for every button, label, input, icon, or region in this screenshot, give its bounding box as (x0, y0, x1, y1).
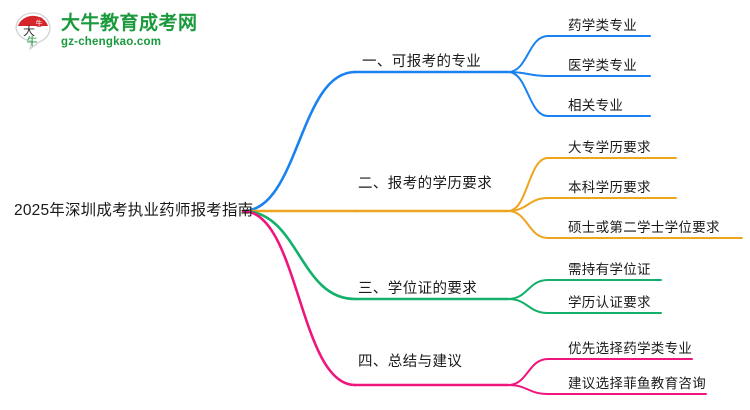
site-logo: 牛 大 牛 大牛教育成考网 gz-chengkao.com (12, 8, 197, 54)
leaf-node-label-1-1[interactable]: 药学类专业 (568, 18, 637, 33)
logo-title: 大牛教育成考网 (61, 12, 198, 34)
leaf-node-label-4-1[interactable]: 优先选择药学类专业 (568, 341, 693, 356)
mindmap-connector (507, 210, 549, 239)
mindmap-connector (507, 279, 549, 300)
branch-node-label-4[interactable]: 四、总结与建议 (358, 354, 463, 370)
leaf-node-label-1-3[interactable]: 相关专业 (568, 98, 624, 113)
logo-text: 大牛教育成考网 gz-chengkao.com (61, 14, 198, 49)
leaf-node-label-2-3[interactable]: 硕士或第二学士学位要求 (568, 220, 720, 235)
mindmap-edges (241, 35, 743, 395)
mindmap-connector (241, 209, 357, 301)
branch-node-label-1[interactable]: 一、可报考的专业 (362, 54, 482, 70)
mindmap-connector (241, 209, 357, 387)
leaf-node-label-1-2[interactable]: 医学类专业 (568, 58, 637, 73)
leaf-node-label-2-1[interactable]: 大专学历要求 (568, 140, 651, 155)
logo-subtitle: gz-chengkao.com (61, 35, 162, 48)
svg-text:牛: 牛 (27, 34, 38, 48)
mindmap-connector (241, 70, 357, 213)
svg-text:牛: 牛 (36, 19, 43, 28)
mindmap-connector (507, 157, 549, 212)
svg-text:大: 大 (23, 24, 35, 38)
mindmap-connector (507, 298, 549, 314)
leaf-node-label-2-2[interactable]: 本科学历要求 (568, 180, 651, 195)
mindmap-connector (507, 35, 549, 73)
mindmap-connector (507, 71, 549, 117)
leaf-node-label-3-2[interactable]: 学历认证要求 (568, 295, 651, 310)
logo-mark-icon: 牛 大 牛 (12, 10, 54, 52)
branch-node-label-3[interactable]: 三、学位证的要求 (358, 281, 478, 297)
root-node-label[interactable]: 2025年深圳成考执业药师报考指南 (14, 202, 254, 219)
leaf-node-label-4-2[interactable]: 建议选择菲鱼教育咨询 (568, 376, 706, 391)
mindmap-connector (507, 384, 549, 395)
leaf-node-label-3-1[interactable]: 需持有学位证 (568, 262, 651, 277)
branch-node-label-2[interactable]: 二、报考的学历要求 (358, 176, 493, 192)
mindmap-connector (507, 358, 549, 386)
